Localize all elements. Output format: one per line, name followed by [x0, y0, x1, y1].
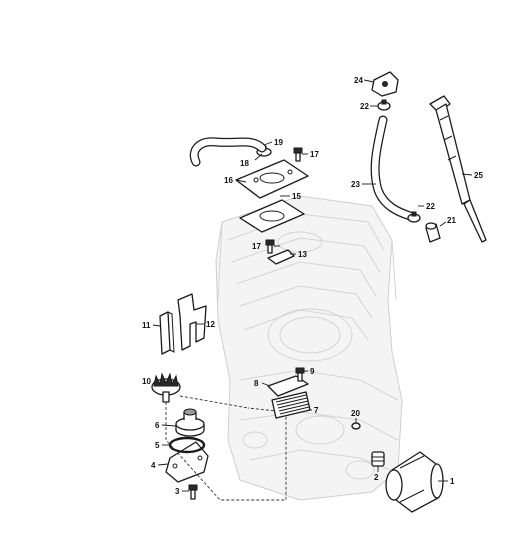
callout-labels: 1 2 3 4 5 6 7 8 9 10 11 12 13 15 16 17 1…	[142, 76, 483, 496]
callout-10: 10	[142, 377, 151, 386]
breather-filter	[271, 391, 311, 419]
oil-filter	[385, 451, 444, 513]
fitting-21	[425, 222, 441, 243]
callout-24: 24	[354, 76, 363, 85]
callout-6: 6	[155, 421, 160, 430]
callout-25: 25	[474, 171, 483, 180]
callout-17-mid: 17	[252, 242, 261, 251]
bracket-12	[177, 293, 207, 351]
callout-15: 15	[292, 192, 301, 201]
breather-hose	[189, 137, 267, 167]
callout-11: 11	[142, 321, 151, 330]
callout-3: 3	[175, 487, 180, 496]
engine-block-outline	[215, 195, 403, 501]
callout-8: 8	[254, 379, 259, 388]
pump-cover-plate	[165, 441, 209, 483]
breather-cover	[235, 159, 309, 199]
callout-9: 9	[310, 367, 315, 376]
o-ring-20	[351, 422, 361, 430]
callout-22-top: 22	[360, 102, 369, 111]
callout-5: 5	[155, 441, 160, 450]
gasket-15	[239, 199, 305, 233]
clamp-22-bottom	[407, 211, 421, 223]
callout-16: 16	[224, 176, 233, 185]
callout-18: 18	[240, 159, 249, 168]
dipstick	[429, 95, 487, 243]
bracket-11	[159, 311, 175, 355]
pump-rotor	[175, 408, 205, 437]
screw-17-top	[293, 147, 303, 162]
clamp-22-top	[377, 99, 391, 111]
screw-9	[295, 367, 305, 382]
callout-13: 13	[298, 250, 307, 259]
assembly-line-pump	[165, 395, 287, 501]
callout-20: 20	[351, 409, 360, 418]
bracket-13	[267, 249, 295, 265]
screw-17-mid	[265, 239, 275, 254]
dipstick-tube-hose	[370, 115, 415, 221]
callout-12: 12	[206, 320, 215, 329]
callout-19: 19	[274, 138, 283, 147]
filter-nipple	[371, 451, 385, 467]
callout-23: 23	[351, 180, 360, 189]
leader-lines	[152, 79, 473, 492]
callout-4: 4	[151, 461, 156, 470]
governor-gear	[151, 372, 181, 403]
bolt-3	[188, 484, 198, 500]
callout-17-top: 17	[310, 150, 319, 159]
callout-21: 21	[447, 216, 456, 225]
tube-bracket	[371, 71, 399, 97]
callout-7: 7	[314, 406, 319, 415]
callout-2: 2	[374, 473, 379, 482]
callout-1: 1	[450, 477, 455, 486]
callout-22-bottom: 22	[426, 202, 435, 211]
